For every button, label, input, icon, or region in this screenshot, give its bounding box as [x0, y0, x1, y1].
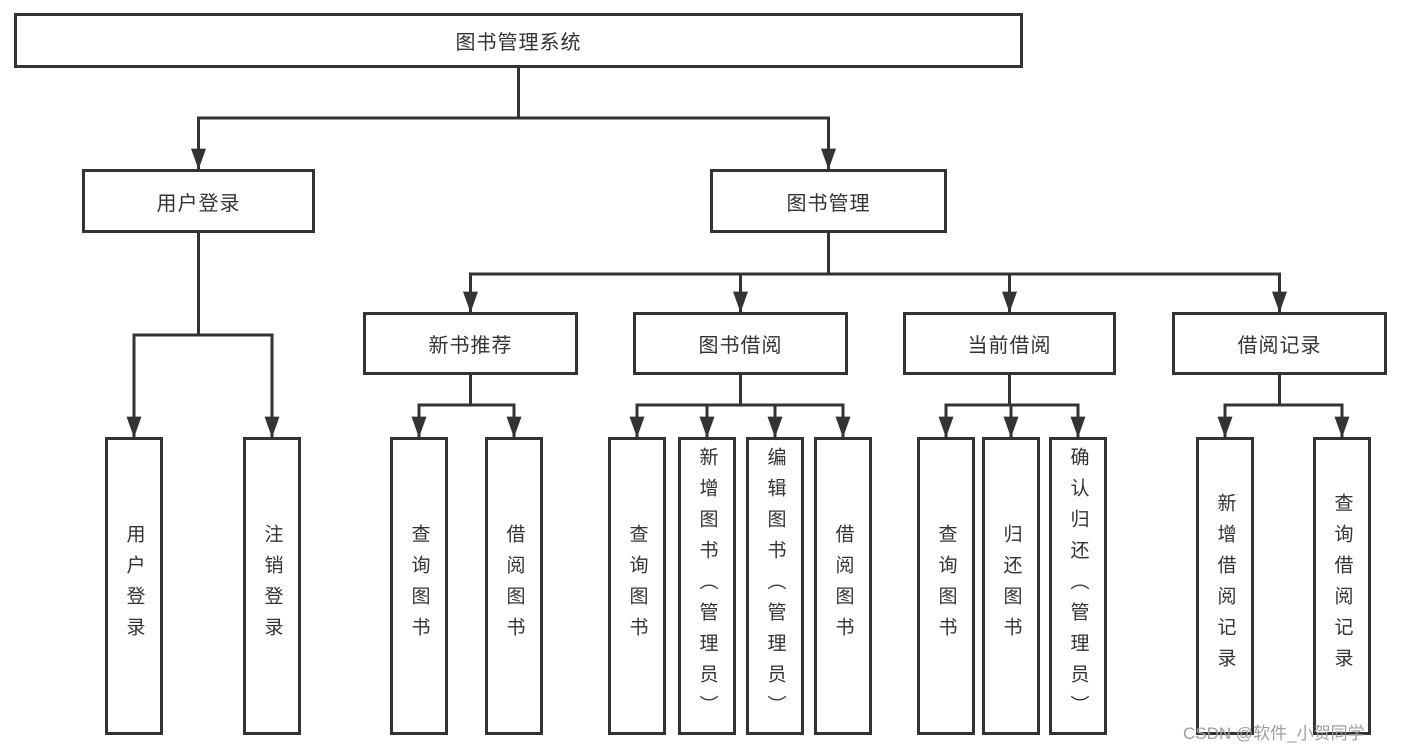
node-borrow-records-label: 借阅记录	[1237, 335, 1322, 357]
node-current-borrow-label: 当前借阅	[967, 335, 1052, 357]
connector-user-login-trunk	[132, 231, 274, 337]
leaf-query-borrow-record: 查询借阅记录	[1313, 437, 1371, 735]
leaf-add-book-admin: 新增图书（管理员）	[678, 437, 736, 735]
node-book-management: 图书管理	[710, 169, 947, 233]
leaf-query-books-3: 查询图书	[917, 437, 975, 735]
connector-book-borrow-trunk	[635, 373, 845, 407]
leaf-user-login-label: 用户登录	[123, 524, 145, 648]
connector-current-borrow-trunk	[944, 373, 1080, 407]
leaf-borrow-books-2: 借阅图书	[814, 437, 872, 735]
leaf-confirm-return-admin-label: 确认归还（管理员）	[1067, 446, 1089, 726]
node-book-borrow-label: 图书借阅	[698, 335, 783, 357]
node-user-login-label: 用户登录	[156, 192, 241, 215]
leaf-logout: 注销登录	[243, 437, 301, 735]
leaf-return-book-label: 归还图书	[1000, 524, 1022, 648]
node-new-book-recommend-label: 新书推荐	[428, 335, 513, 357]
leaf-query-borrow-record-label: 查询借阅记录	[1331, 493, 1353, 679]
leaf-add-book-admin-label: 新增图书（管理员）	[696, 446, 718, 726]
node-user-login: 用户登录	[82, 169, 315, 233]
connector-borrow-records-trunk	[1223, 373, 1344, 407]
leaf-logout-label: 注销登录	[261, 524, 283, 648]
leaf-query-books-1: 查询图书	[390, 437, 448, 735]
leaf-confirm-return-admin: 确认归还（管理员）	[1049, 437, 1107, 735]
node-root-label: 图书管理系统	[455, 32, 582, 54]
leaf-query-books-1-label: 查询图书	[408, 524, 430, 648]
connector-root-trunk	[197, 66, 830, 120]
leaf-edit-book-admin-label: 编辑图书（管理员）	[764, 446, 786, 726]
leaf-borrow-books-1-label: 借阅图书	[503, 524, 525, 648]
leaf-add-borrow-record-label: 新增借阅记录	[1214, 493, 1236, 679]
leaf-borrow-books-2-label: 借阅图书	[832, 524, 854, 648]
leaf-edit-book-admin: 编辑图书（管理员）	[746, 437, 804, 735]
leaf-user-login: 用户登录	[105, 437, 163, 735]
node-root: 图书管理系统	[14, 13, 1023, 68]
leaf-query-books-3-label: 查询图书	[935, 524, 957, 648]
node-book-management-label: 图书管理	[786, 192, 871, 215]
node-book-borrow: 图书借阅	[633, 312, 848, 375]
leaf-query-books-2-label: 查询图书	[626, 524, 648, 648]
node-new-book-recommend: 新书推荐	[363, 312, 578, 375]
connector-new-book-recommend-trunk	[417, 373, 516, 407]
csdn-watermark: CSDN @软件_小贺同学	[1183, 724, 1365, 743]
leaf-query-books-2: 查询图书	[608, 437, 666, 735]
node-borrow-records: 借阅记录	[1172, 312, 1387, 375]
node-current-borrow: 当前借阅	[903, 312, 1116, 375]
leaf-borrow-books-1: 借阅图书	[485, 437, 543, 735]
connector-book-management-trunk	[469, 231, 1281, 276]
leaf-return-book: 归还图书	[982, 437, 1040, 735]
leaf-add-borrow-record: 新增借阅记录	[1196, 437, 1254, 735]
